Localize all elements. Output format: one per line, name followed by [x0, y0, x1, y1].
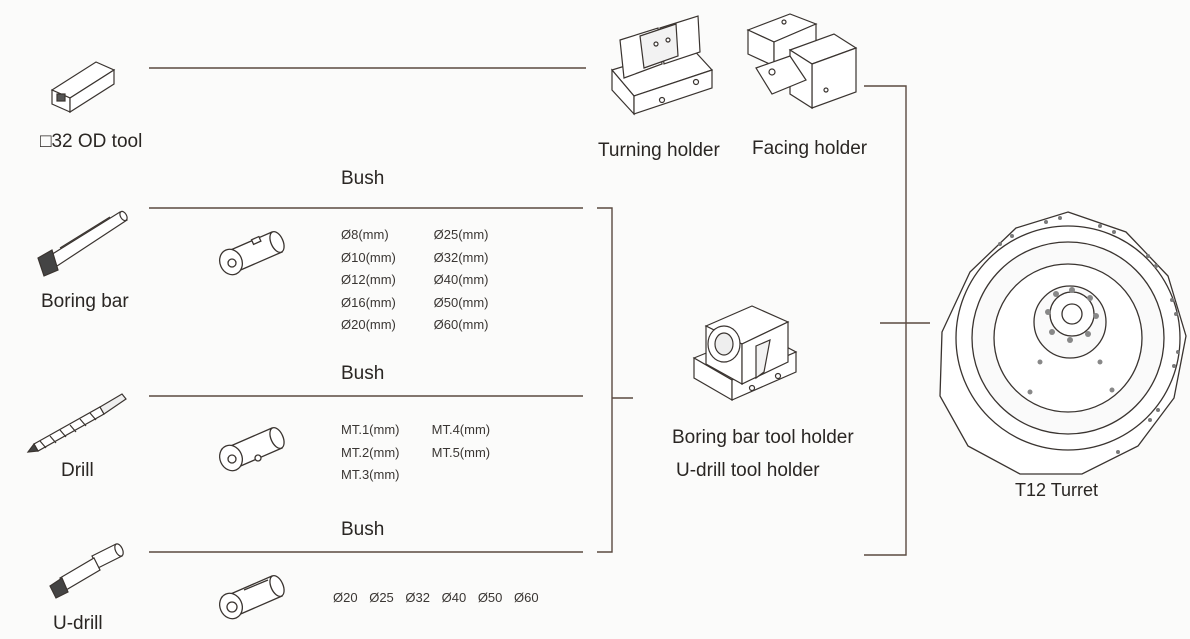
bush-label: Bush	[341, 168, 385, 189]
size-column: MT.1(mm) MT.2(mm) MT.3(mm)	[341, 419, 428, 487]
bush-icon	[218, 575, 285, 620]
size-value: Ø8(mm)	[341, 227, 389, 242]
boring-bush-sizes: Ø8(mm) Ø10(mm) Ø12(mm) Ø16(mm) Ø20(mm) Ø…	[341, 224, 489, 337]
size-value: Ø25(mm)	[433, 227, 489, 242]
turret-label: T12 Turret	[1015, 480, 1099, 500]
size-value: Ø20(mm)	[341, 317, 396, 332]
size-column: Ø25(mm) Ø32(mm) Ø40(mm) Ø50(mm) Ø60(mm)	[434, 224, 489, 337]
bush-icon	[218, 231, 285, 276]
size-column: MT.4(mm) MT.5(mm)	[432, 419, 491, 464]
bush-icon	[218, 427, 285, 472]
turning-holder-label: Turning holder	[598, 140, 720, 161]
u-drill-label: U-drill	[53, 613, 103, 634]
size-value: Ø50(mm)	[433, 294, 489, 310]
drill-label: Drill	[61, 460, 94, 481]
bush-label: Bush	[341, 519, 385, 540]
size-value: Ø16(mm)	[341, 294, 396, 310]
size-value: Ø20	[333, 590, 358, 605]
size-value: Ø60	[514, 590, 539, 605]
size-value: MT.5(mm)	[431, 444, 491, 460]
size-value: Ø12(mm)	[341, 272, 396, 287]
od-tool-label: □32 OD tool	[40, 131, 143, 152]
size-value: MT.1(mm)	[341, 422, 400, 437]
bush-label: Bush	[341, 363, 385, 384]
size-value: Ø32	[405, 590, 430, 605]
facing-holder-label: Facing holder	[752, 138, 868, 159]
size-value: Ø60(mm)	[433, 317, 489, 332]
size-value: Ø25	[369, 590, 394, 605]
u-drill-bush-sizes: Ø20 Ø25 Ø32 Ø40 Ø50 Ø60	[333, 590, 547, 605]
size-value: Ø10(mm)	[341, 249, 396, 265]
size-column: Ø8(mm) Ø10(mm) Ø12(mm) Ø16(mm) Ø20(mm)	[341, 224, 430, 337]
size-value: Ø50	[477, 590, 503, 605]
u-drill-holder-label: U-drill tool holder	[676, 460, 820, 481]
size-value: MT.3(mm)	[341, 467, 400, 482]
size-value: MT.2(mm)	[341, 444, 400, 460]
boring-bar-holder-label: Boring bar tool holder	[672, 427, 854, 448]
size-value: Ø40	[441, 590, 467, 605]
boring-bar-label: Boring bar	[41, 291, 129, 312]
size-value: Ø40(mm)	[433, 272, 489, 287]
size-value: Ø32(mm)	[433, 249, 489, 265]
size-value: MT.4(mm)	[431, 422, 491, 437]
drill-bush-sizes: MT.1(mm) MT.2(mm) MT.3(mm) MT.4(mm) MT.5…	[341, 419, 490, 487]
